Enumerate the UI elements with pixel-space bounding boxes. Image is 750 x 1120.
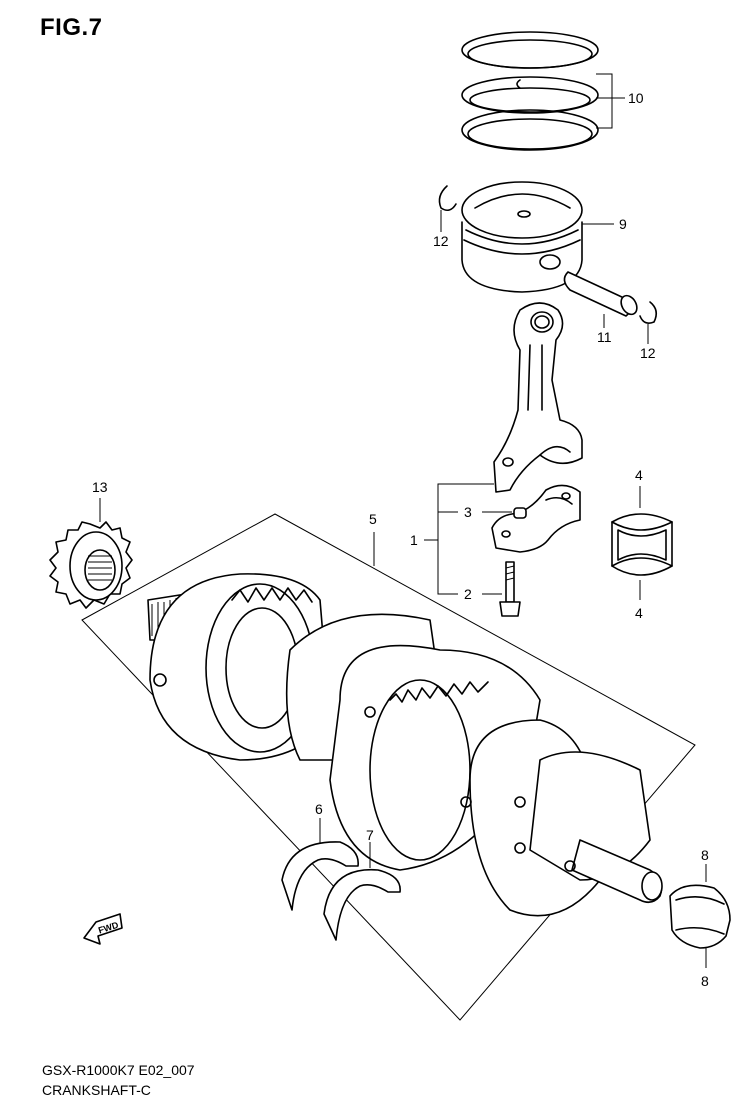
callout-9: 9 bbox=[619, 216, 627, 232]
callout-8a: 8 bbox=[701, 847, 709, 863]
callout-2: 2 bbox=[464, 586, 472, 602]
fwd-arrow-icon: FWD bbox=[83, 913, 123, 945]
circlip-right[interactable] bbox=[639, 301, 658, 324]
callout-10: 10 bbox=[628, 90, 644, 106]
crankshaft[interactable] bbox=[147, 573, 663, 917]
piston-ring-set[interactable] bbox=[461, 31, 599, 151]
journal-bearing-lower[interactable] bbox=[323, 868, 401, 941]
callout-12a: 12 bbox=[433, 233, 449, 249]
callout-13: 13 bbox=[92, 479, 108, 495]
dowel-pin[interactable] bbox=[513, 507, 527, 519]
model-code: GSX-R1000K7 E02_007 bbox=[42, 1062, 195, 1078]
connecting-rod[interactable] bbox=[493, 302, 583, 493]
callout-4a: 4 bbox=[635, 467, 643, 483]
callout-5: 5 bbox=[369, 511, 377, 527]
callout-7: 7 bbox=[366, 827, 374, 843]
drive-gear[interactable] bbox=[49, 521, 133, 609]
conrod-bearing[interactable] bbox=[611, 513, 673, 576]
callout-3: 3 bbox=[464, 504, 472, 520]
conrod-cap[interactable] bbox=[491, 484, 581, 553]
journal-bearing-upper[interactable] bbox=[281, 841, 359, 911]
thrust-bearing[interactable] bbox=[669, 884, 731, 949]
callout-1: 1 bbox=[410, 532, 418, 548]
piston-pin[interactable] bbox=[563, 271, 640, 317]
conrod-bolt[interactable] bbox=[499, 561, 521, 617]
callout-4b: 4 bbox=[635, 605, 643, 621]
figure-name: CRANKSHAFT-C bbox=[42, 1082, 151, 1098]
circlip-left[interactable] bbox=[438, 185, 457, 212]
callout-6: 6 bbox=[315, 801, 323, 817]
piston[interactable] bbox=[461, 181, 583, 293]
callout-8b: 8 bbox=[701, 973, 709, 989]
figure-title: FIG.7 bbox=[40, 14, 103, 41]
callout-12b: 12 bbox=[640, 345, 656, 361]
callout-11: 11 bbox=[597, 329, 612, 345]
